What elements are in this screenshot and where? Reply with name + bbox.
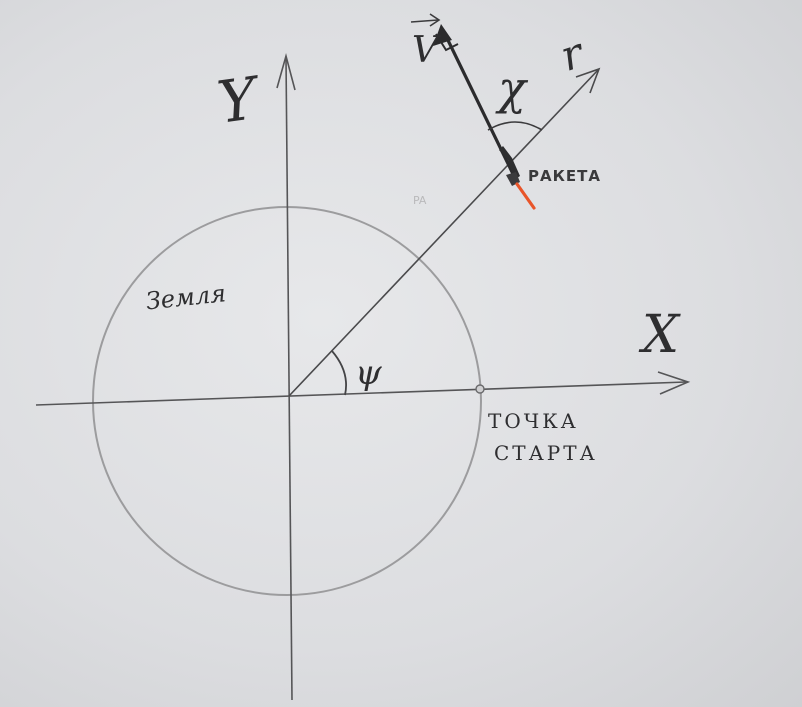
rocket-icon: [499, 146, 536, 210]
angle-psi-label: ψ: [355, 353, 382, 393]
velocity-arrow-feather: [435, 33, 459, 52]
axis-y-label: Y: [213, 63, 265, 136]
angle-chi-label: χ: [495, 61, 529, 115]
start-point-marker: [475, 384, 485, 394]
vector-bar-icon: [410, 13, 441, 27]
velocity-arrowhead: [433, 24, 452, 46]
y-axis: [285, 57, 293, 701]
angle-psi-arc: [331, 350, 347, 396]
y-axis-arrowhead: [276, 52, 296, 91]
start-point-label-line1: ТОЧКА: [488, 409, 579, 433]
velocity-label: V: [412, 30, 442, 71]
radial-line-arrowhead: [575, 67, 601, 94]
earth-label: Земля: [145, 279, 228, 315]
start-point-label-line2: СТАРТА: [494, 441, 598, 465]
axis-x-label: X: [638, 305, 681, 365]
rocket-label: РАКЕТА: [528, 167, 601, 185]
angle-chi-arc: [487, 121, 543, 131]
x-axis-arrowhead: [657, 371, 691, 395]
radial-axis-label: r: [555, 27, 592, 81]
x-axis: [35, 381, 687, 406]
faint-mark: PA: [413, 194, 427, 207]
radial-line-r: [288, 69, 599, 397]
